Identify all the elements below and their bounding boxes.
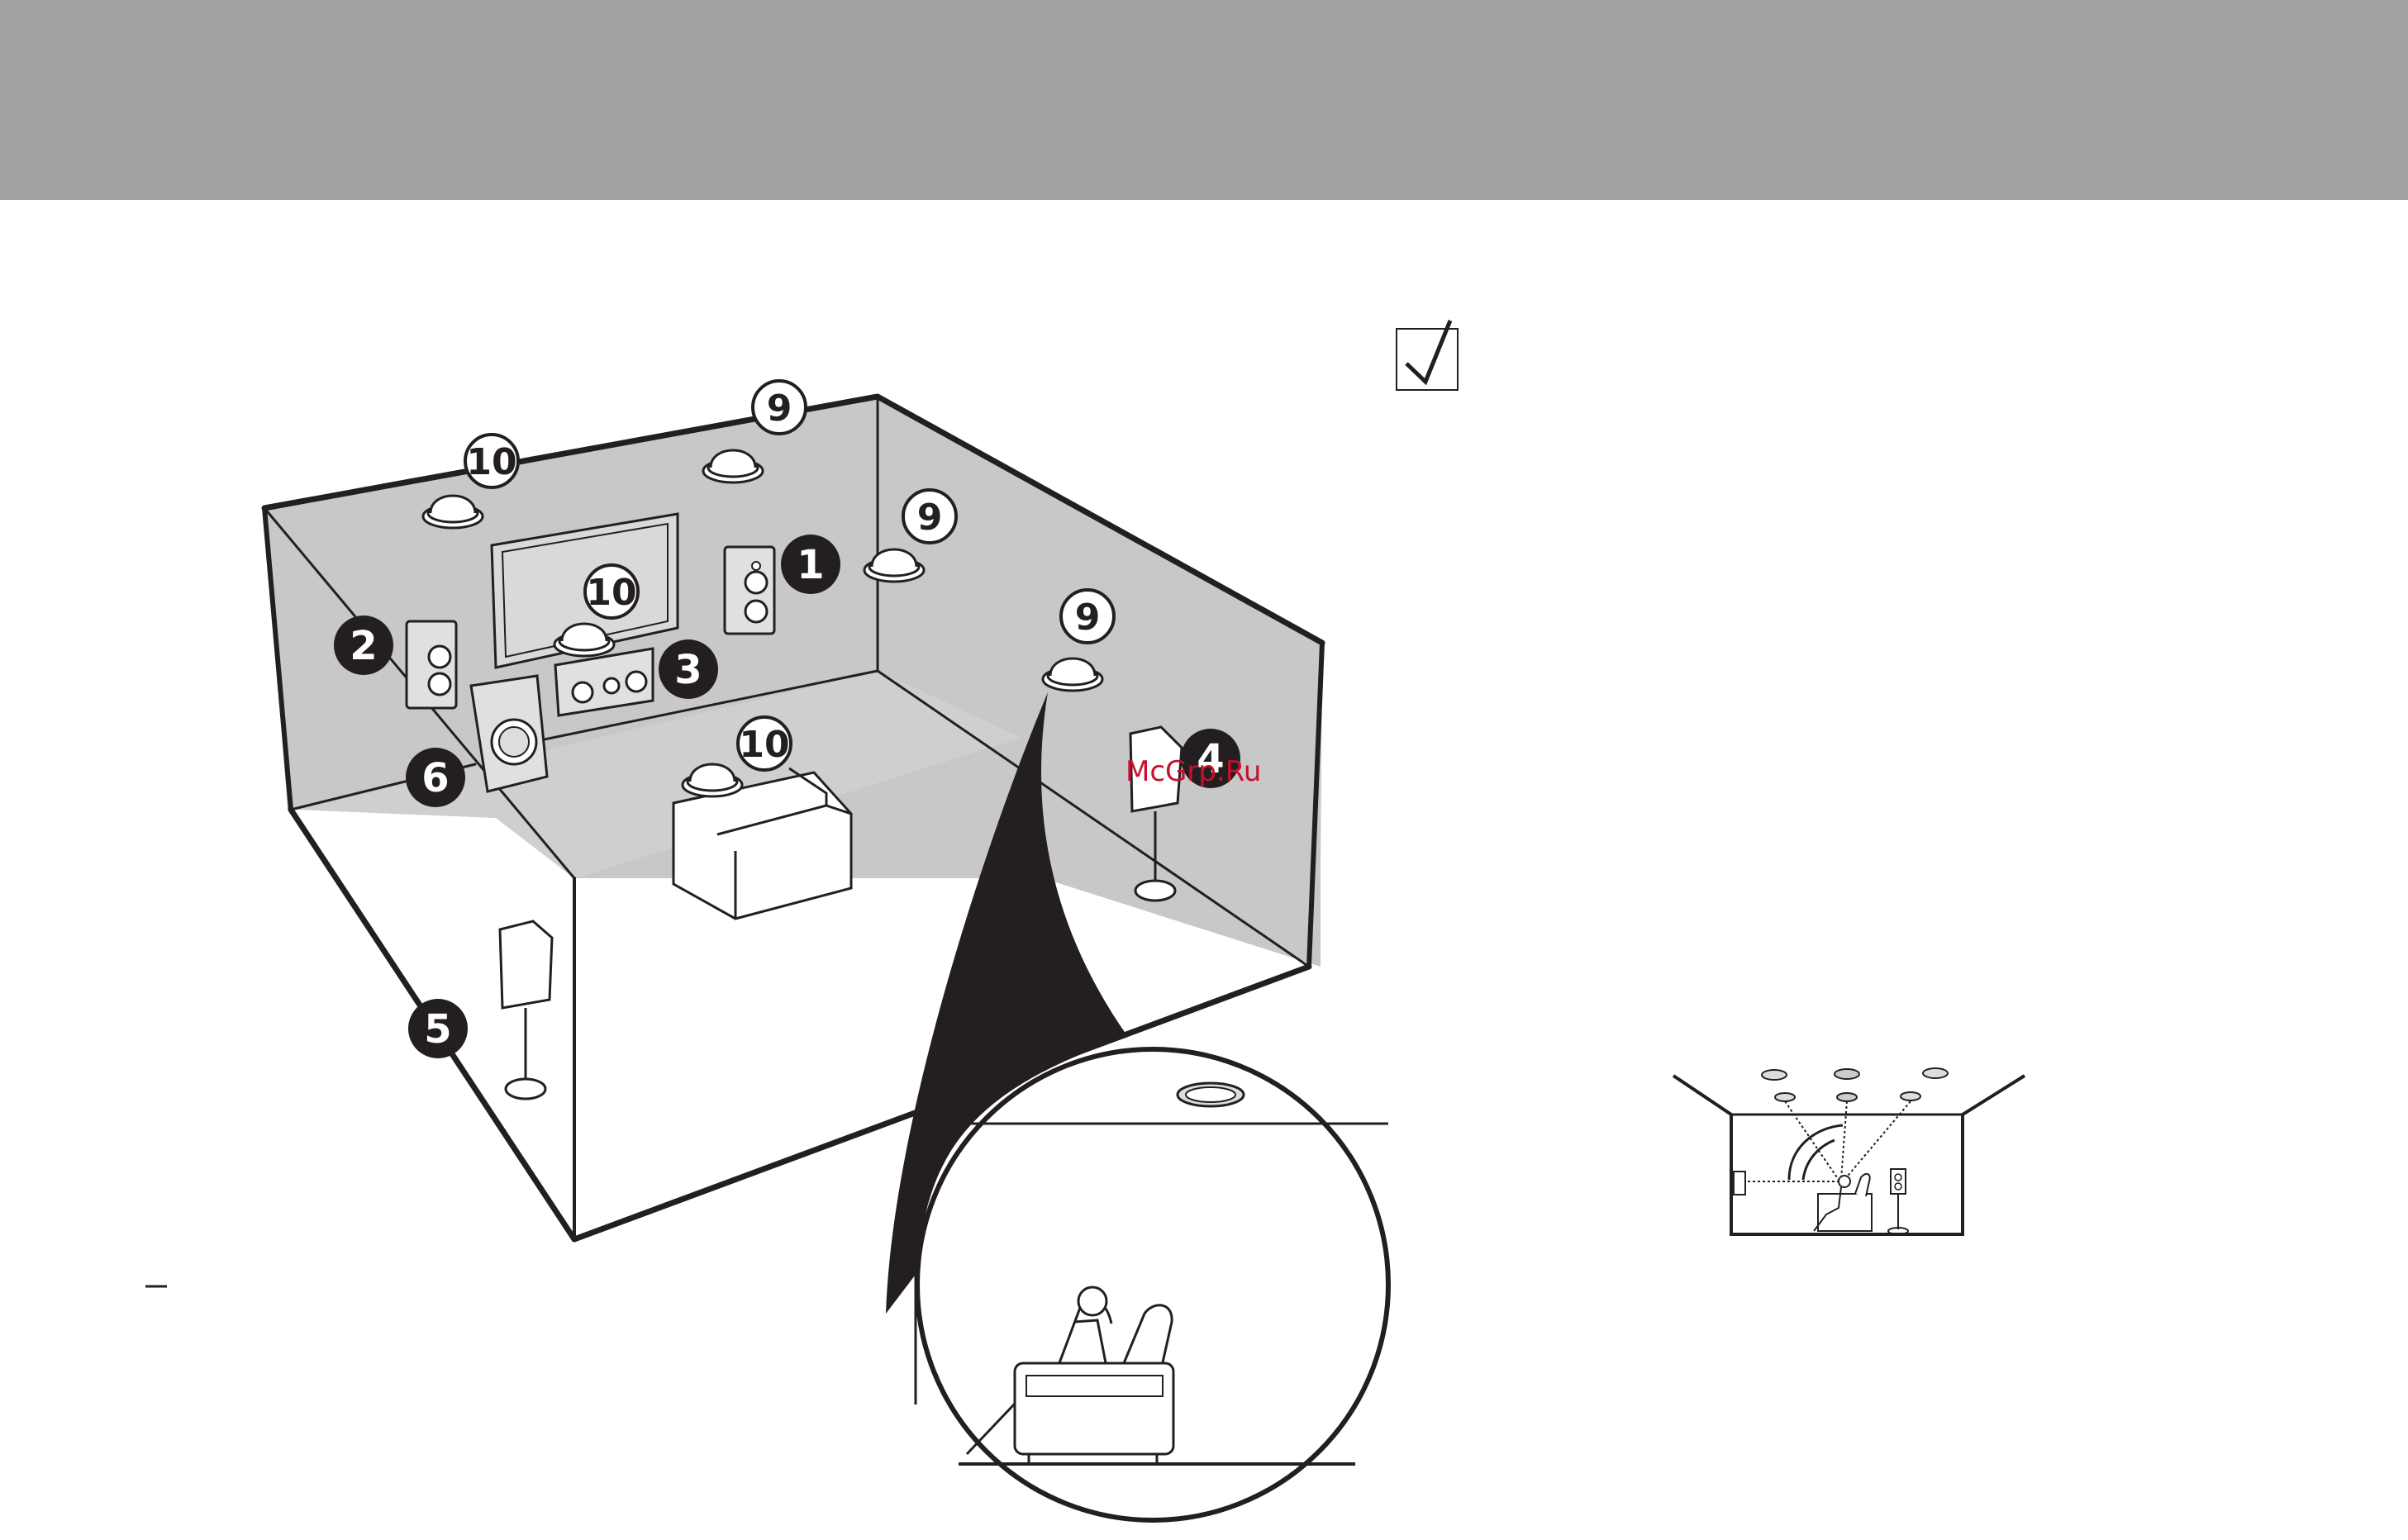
callout-front-right: 1 (781, 535, 840, 594)
svg-text:2: 2 (350, 623, 377, 669)
callout-top-middle-c: 9 (1061, 590, 1114, 643)
callout-center: 3 (659, 639, 718, 699)
callout-top-middle-b: 9 (903, 490, 956, 543)
svg-text:10: 10 (739, 724, 789, 766)
watermark-text: McGrp.Ru (1125, 755, 1261, 788)
angle-diagram (1673, 1068, 2025, 1234)
svg-text:10: 10 (466, 441, 516, 483)
check-box-icon (1397, 321, 1458, 390)
front-right-speaker-icon (725, 547, 774, 634)
front-left-speaker-icon (407, 621, 456, 708)
callout-surround-left: 5 (408, 999, 468, 1058)
callout-top-middle-a: 9 (753, 381, 806, 434)
svg-text:9: 9 (767, 387, 792, 430)
zoom-detail-circle (916, 1049, 1388, 1520)
svg-text:6: 6 (421, 755, 449, 801)
svg-text:9: 9 (917, 497, 943, 539)
callout-top-front-c: 10 (738, 717, 791, 770)
callout-subwoofer: 6 (406, 748, 465, 807)
callout-top-front-a: 10 (465, 435, 518, 487)
svg-text:10: 10 (586, 572, 636, 614)
svg-text:5: 5 (424, 1006, 451, 1053)
svg-text:1: 1 (797, 542, 824, 588)
svg-text:3: 3 (674, 647, 702, 693)
callout-front-left: 2 (334, 616, 393, 675)
callout-top-front-b: 10 (585, 565, 638, 618)
svg-text:9: 9 (1075, 597, 1101, 639)
